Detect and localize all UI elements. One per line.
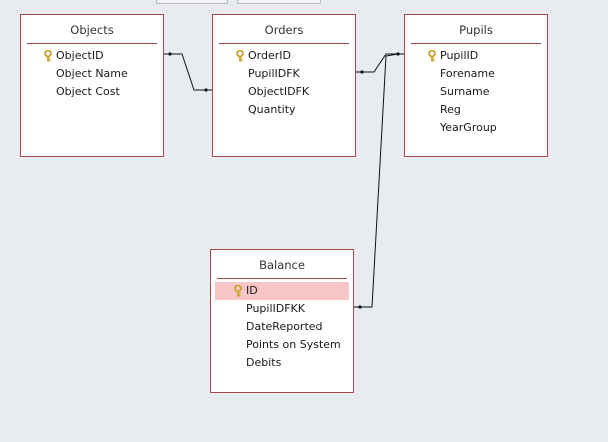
table-title[interactable]: Pupils [459, 23, 493, 37]
table-title[interactable]: Orders [264, 23, 304, 37]
field-label: DateReported [246, 320, 323, 333]
field-label: YearGroup [440, 121, 497, 134]
field-object-cost[interactable]: Object Cost [25, 83, 159, 101]
field-pupilidfkk[interactable]: PupilIDFKK [215, 300, 349, 318]
relationship-objects-orders[interactable] [164, 52, 212, 92]
table-title[interactable]: Balance [259, 258, 305, 272]
field-quantity[interactable]: Quantity [217, 101, 351, 119]
table-objects[interactable]: Objects ObjectID Object Name Object Cost [20, 14, 164, 157]
field-yeargroup[interactable]: YearGroup [409, 119, 543, 137]
field-object-name[interactable]: Object Name [25, 65, 159, 83]
field-pupilid[interactable]: PupilID [409, 47, 543, 65]
field-label: Surname [440, 85, 490, 98]
field-label: Object Name [56, 67, 128, 80]
table-orders[interactable]: Orders OrderID PupilIDFK ObjectIDFK Quan… [212, 14, 356, 157]
field-points-on-system[interactable]: Points on System [215, 336, 349, 354]
field-label: Debits [246, 356, 282, 369]
field-surname[interactable]: Surname [409, 83, 543, 101]
relationship-orders-pupils[interactable] [356, 52, 404, 74]
divider [219, 43, 349, 44]
field-datereported[interactable]: DateReported [215, 318, 349, 336]
field-label: ObjectIDFK [248, 85, 310, 98]
key-icon [44, 50, 52, 62]
field-label: OrderID [248, 49, 291, 62]
field-objectidfk[interactable]: ObjectIDFK [217, 83, 351, 101]
field-label: ID [246, 284, 258, 297]
field-label: Object Cost [56, 85, 120, 98]
key-icon [234, 285, 242, 297]
field-forename[interactable]: Forename [409, 65, 543, 83]
document-tab[interactable] [237, 0, 321, 4]
field-label: ObjectID [56, 49, 104, 62]
field-pupilidfk[interactable]: PupilIDFK [217, 65, 351, 83]
table-title[interactable]: Objects [70, 23, 114, 37]
key-icon [236, 50, 244, 62]
field-debits[interactable]: Debits [215, 354, 349, 372]
field-orderid[interactable]: OrderID [217, 47, 351, 65]
document-tab[interactable] [156, 0, 228, 4]
divider [27, 43, 157, 44]
divider [411, 43, 541, 44]
field-label: Quantity [248, 103, 296, 116]
divider [217, 278, 347, 279]
table-balance[interactable]: Balance ID PupilIDFKK DateReported Point… [210, 249, 354, 393]
field-objectid[interactable]: ObjectID [25, 47, 159, 65]
field-label: Points on System [246, 338, 341, 351]
field-label: PupilID [440, 49, 479, 62]
field-reg[interactable]: Reg [409, 101, 543, 119]
relationship-balance-pupils[interactable] [354, 53, 399, 309]
table-pupils[interactable]: Pupils PupilID Forename Surname Reg Year… [404, 14, 548, 157]
field-id[interactable]: ID [215, 282, 349, 300]
field-label: PupilIDFKK [246, 302, 305, 315]
document-tab-strip [0, 0, 608, 4]
field-label: Reg [440, 103, 461, 116]
key-icon [428, 50, 436, 62]
field-label: PupilIDFK [248, 67, 300, 80]
field-label: Forename [440, 67, 495, 80]
